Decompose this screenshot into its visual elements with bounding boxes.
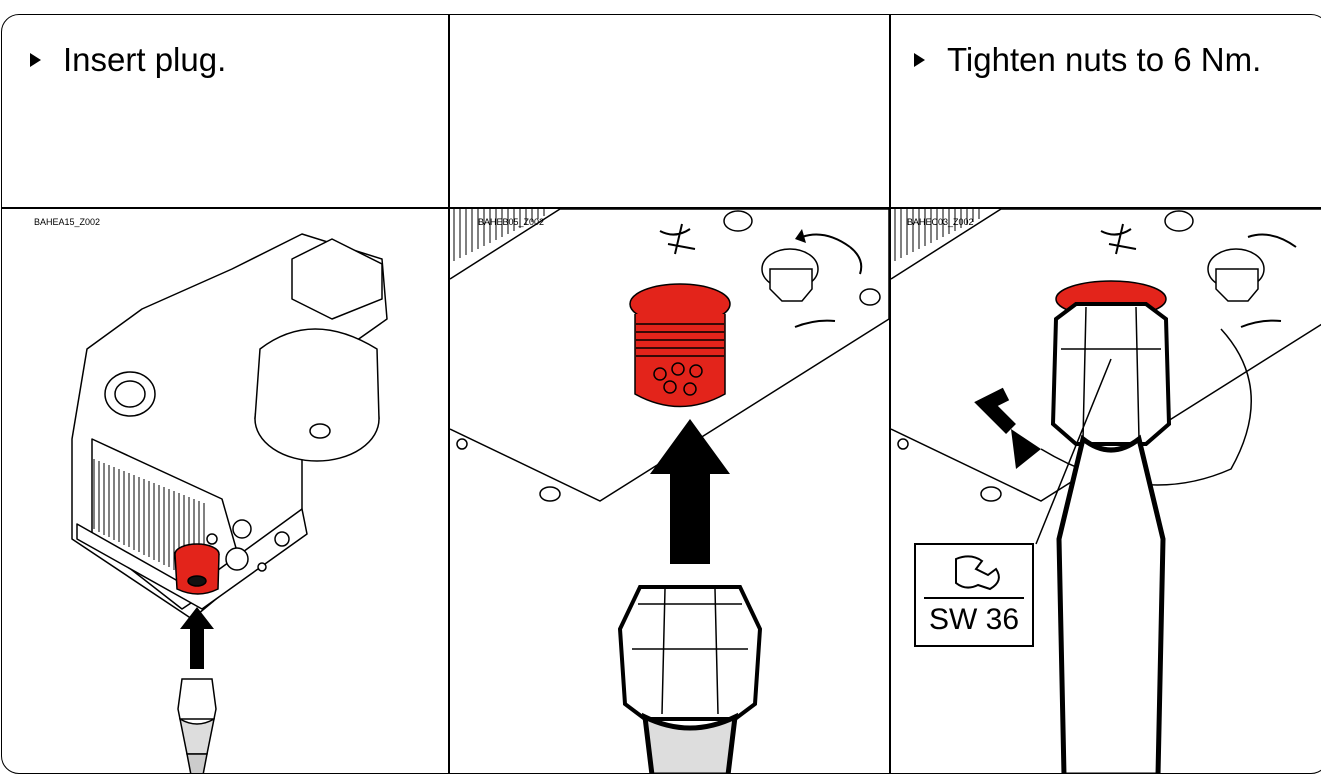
arrow-up-icon: [650, 419, 730, 564]
bullet-icon: [914, 53, 925, 67]
figure-panel-1: BAHEA15_Z002: [2, 209, 448, 773]
wrench-icon: [955, 555, 1000, 591]
callout-divider: [924, 597, 1024, 599]
column-divider-2: [889, 15, 891, 773]
no-handtight-icon: [1100, 223, 1137, 255]
step-1-instruction: Insert plug.: [30, 41, 226, 79]
tool-callout: SW 36: [914, 543, 1034, 647]
instruction-table: Insert plug. Tighten nuts to 6 Nm. BAHEA…: [1, 14, 1321, 774]
rotate-arrow-icon: [1011, 429, 1041, 469]
no-handtight-icon: [659, 223, 696, 255]
plug-insert-figure: [450, 209, 889, 773]
figure-panel-2: BAHEB05_Z002: [450, 209, 889, 773]
figure-code: BAHEA15_Z002: [34, 217, 101, 227]
figure-panel-3: BAHEC03_Z002: [891, 209, 1321, 773]
step-3-text: Tighten nuts to 6 Nm.: [947, 41, 1262, 78]
tool-size-label: SW 36: [928, 603, 1020, 636]
hand-icon: [794, 319, 836, 328]
rotate-clockwise-icon: [1247, 233, 1297, 248]
actuator-figure: [71, 233, 388, 773]
figure-code: BAHEB05_Z002: [478, 217, 545, 227]
bullet-icon: [30, 53, 41, 67]
arrow-up-icon: [180, 607, 214, 669]
tighten-nut-figure: [891, 209, 1321, 773]
hand-icon: [1240, 319, 1282, 328]
rotate-clockwise-icon: [801, 233, 851, 248]
column-divider-1: [448, 15, 450, 773]
step-3-instruction: Tighten nuts to 6 Nm.: [914, 41, 1261, 79]
step-1-text: Insert plug.: [63, 41, 227, 78]
figure-code: BAHEC03_Z002: [907, 217, 974, 227]
row-divider: [2, 207, 1321, 209]
